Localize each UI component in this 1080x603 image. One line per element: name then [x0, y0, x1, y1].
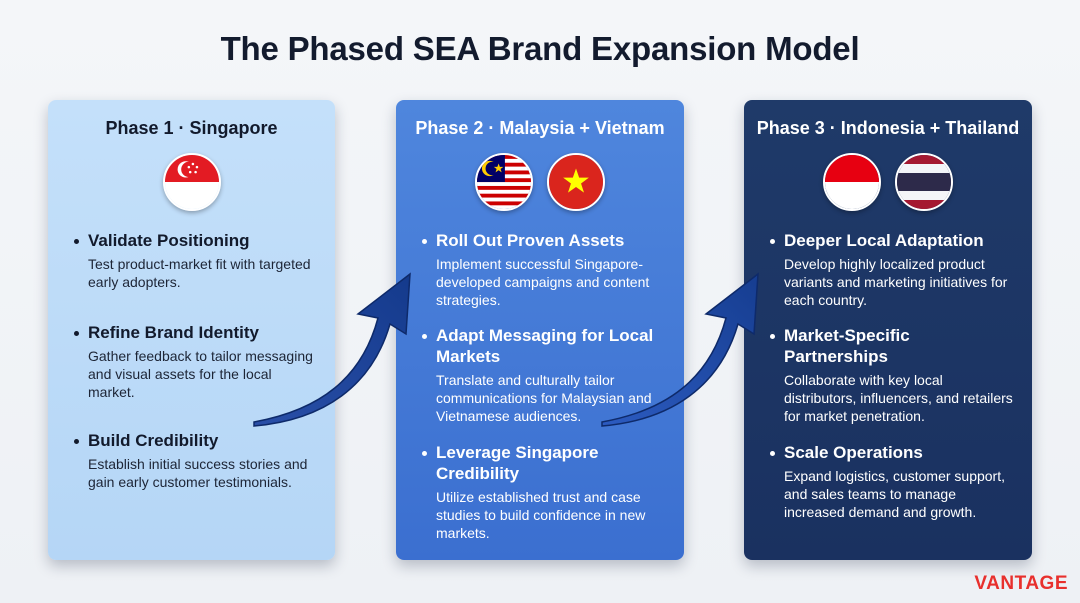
item-heading: Validate Positioning: [88, 231, 250, 250]
phase-2-item-3: Leverage Singapore Credibility Utilize e…: [422, 442, 670, 542]
bullet-icon: [422, 239, 427, 244]
item-heading: Deeper Local Adaptation: [784, 231, 984, 250]
bullet-icon: [770, 334, 775, 339]
item-description: Expand logistics, customer support, and …: [784, 468, 1005, 520]
phase-3-flags: [744, 153, 1032, 215]
bullet-icon: [422, 451, 427, 456]
malaysia-flag-icon: [474, 153, 533, 211]
item-heading: Market-Specific Partnerships: [784, 326, 910, 366]
item-description: Test product-market fit with targeted ea…: [88, 256, 311, 290]
item-heading: Scale Operations: [784, 443, 923, 462]
thailand-flag-icon: [895, 153, 954, 211]
phase-1-to-2-arrow-icon: [253, 272, 411, 427]
item-description: Gather feedback to tailor messaging and …: [88, 348, 313, 400]
phase-1-title: Phase 1 · Singapore: [105, 118, 278, 138]
item-description: Collaborate with key local distributors,…: [784, 372, 1013, 424]
bullet-icon: [770, 451, 775, 456]
phase-2-title: Phase 2 · Malaysia + Vietnam: [415, 118, 665, 138]
phase-3-item-3: Scale Operations Expand logistics, custo…: [770, 442, 1018, 521]
item-heading: Leverage Singapore Credibility: [436, 443, 599, 483]
phase-1-item-3: Build Credibility Establish initial succ…: [74, 430, 321, 491]
item-description: Develop highly localized product variant…: [784, 256, 1008, 308]
item-description: Establish initial success stories and ga…: [88, 456, 308, 490]
phase-2-item-1: Roll Out Proven Assets Implement success…: [422, 230, 670, 309]
item-heading: Roll Out Proven Assets: [436, 231, 625, 250]
bullet-icon: [74, 439, 79, 444]
item-description: Translate and culturally tailor communic…: [436, 372, 652, 424]
page-title: The Phased SEA Brand Expansion Model: [220, 30, 860, 67]
phase-2-item-2: Adapt Messaging for Local Markets Transl…: [422, 325, 670, 425]
indonesia-flag-icon: [822, 153, 881, 211]
phase-1-flags: [48, 153, 335, 215]
item-heading: Adapt Messaging for Local Markets: [436, 326, 654, 366]
brand-logo: VANTAGE: [974, 573, 1068, 594]
item-heading: Refine Brand Identity: [88, 323, 259, 342]
phase-1-item-1: Validate Positioning Test product-market…: [74, 230, 321, 291]
phase-3-item-1: Deeper Local Adaptation Develop highly l…: [770, 230, 1018, 309]
bullet-icon: [422, 334, 427, 339]
phase-3-card: Phase 3 · Indonesia + Thailand Deeper Lo…: [744, 100, 1032, 560]
item-heading: Build Credibility: [88, 431, 219, 450]
item-description: Implement successful Singapore-developed…: [436, 256, 650, 308]
vietnam-flag-icon: [547, 153, 606, 211]
bullet-icon: [770, 239, 775, 244]
item-description: Utilize established trust and case studi…: [436, 489, 646, 541]
phase-3-title: Phase 3 · Indonesia + Thailand: [756, 118, 1020, 138]
phase-2-to-3-arrow-icon: [601, 272, 759, 427]
phase-1-card: Phase 1 · Singapore Validate Positioning…: [48, 100, 335, 560]
phase-3-item-2: Market-Specific Partnerships Collaborate…: [770, 325, 1018, 425]
phase-2-card: Phase 2 · Malaysia + Vietnam: [396, 100, 684, 560]
phase-1-item-2: Refine Brand Identity Gather feedback to…: [74, 322, 321, 401]
singapore-flag-icon: [162, 153, 221, 211]
bullet-icon: [74, 331, 79, 336]
phase-2-flags: [396, 153, 684, 215]
bullet-icon: [74, 239, 79, 244]
